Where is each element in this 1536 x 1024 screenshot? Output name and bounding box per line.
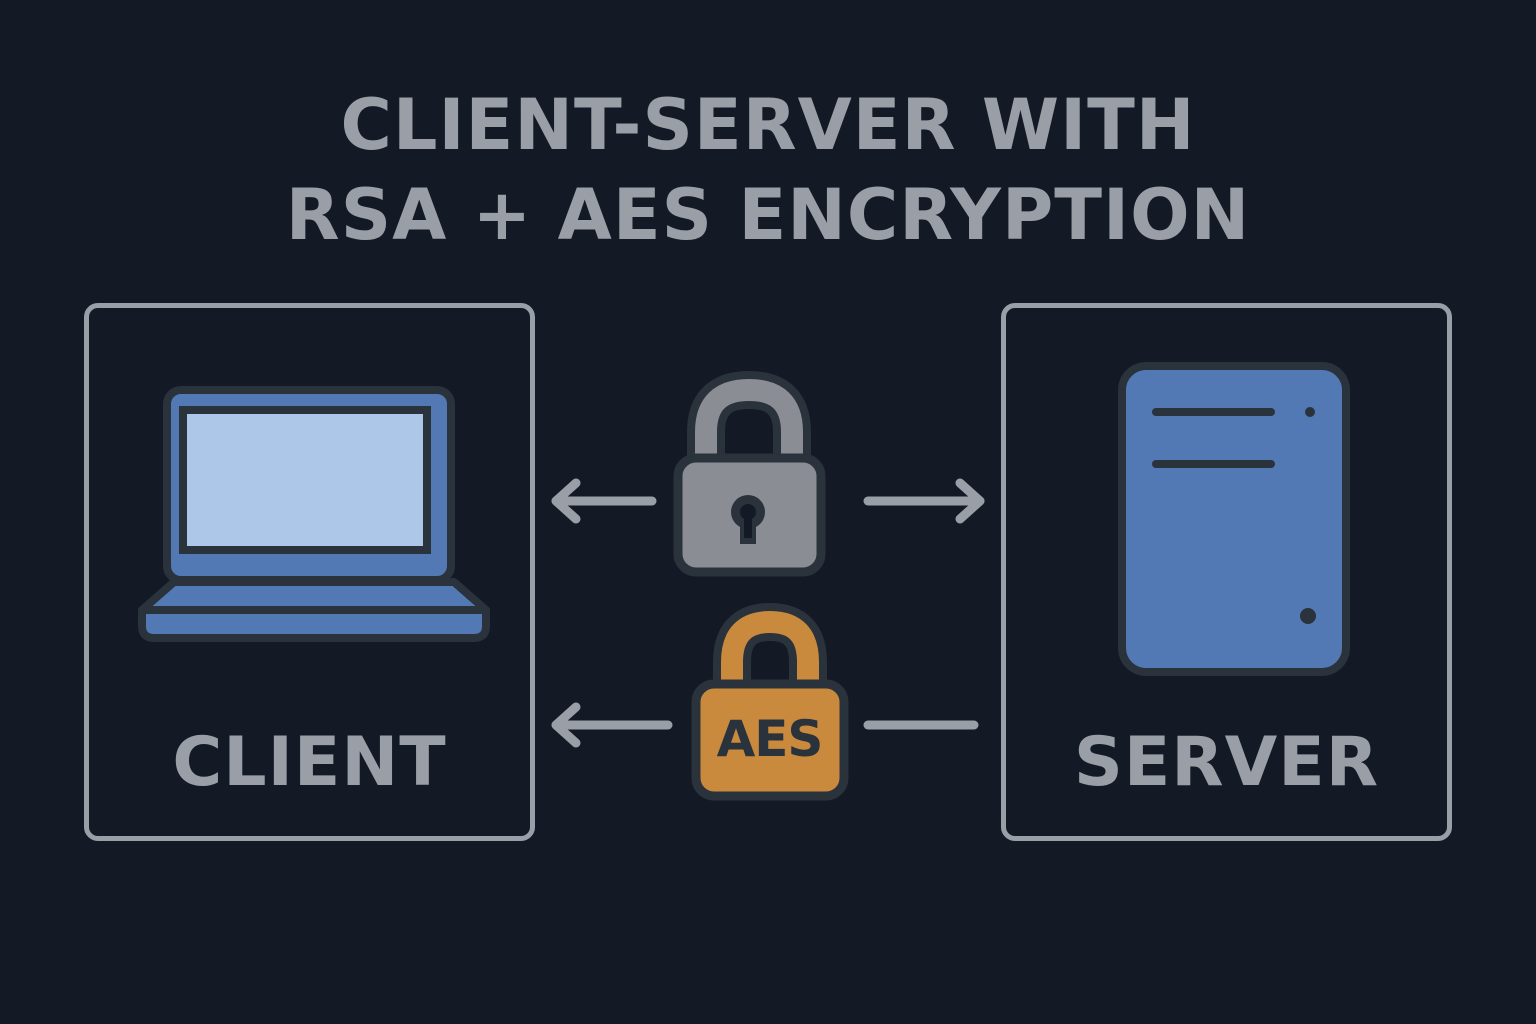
diagram-title: CLIENT-SERVER WITH RSA + AES ENCRYPTION (0, 80, 1536, 260)
client-box: CLIENT (84, 303, 535, 841)
padlock-aes-icon (691, 602, 849, 801)
arrow-left-bottom (551, 702, 673, 748)
server-box: SERVER (1001, 303, 1452, 841)
title-line-2: RSA + AES ENCRYPTION (285, 174, 1251, 256)
server-label: SERVER (1073, 723, 1380, 802)
laptop-icon (138, 386, 490, 642)
arrow-left-top (551, 478, 657, 524)
arrow-right-top (863, 478, 985, 524)
aes-label: AES (716, 710, 824, 768)
server-icon (1118, 362, 1350, 676)
client-label: CLIENT (172, 723, 447, 802)
connector-line-bottom (863, 720, 979, 730)
title-line-1: CLIENT-SERVER WITH (340, 84, 1196, 166)
padlock-keyhole-icon (673, 370, 826, 577)
